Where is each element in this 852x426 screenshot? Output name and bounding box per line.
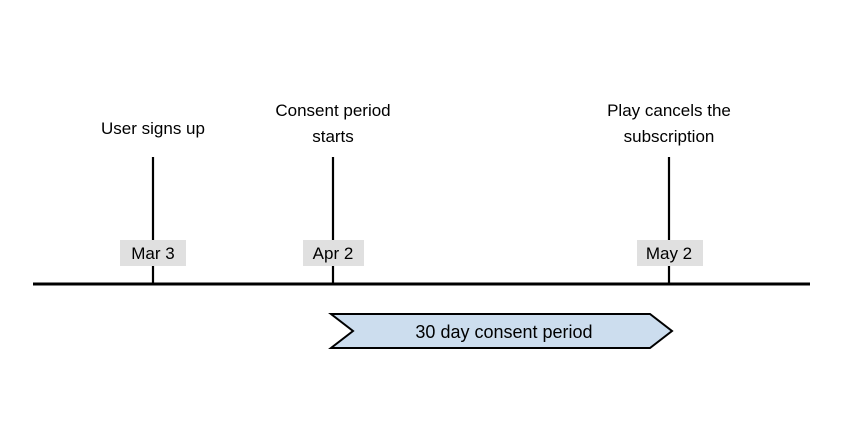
consent-period-banner: 30 day consent period [328, 313, 674, 349]
consent-period-banner-shape [328, 313, 674, 349]
date-label-play-cancels: May 2 [646, 244, 692, 263]
timeline-event-signup: User signs up Mar 3 [101, 119, 205, 284]
timeline-event-play-cancels: Play cancels the subscription May 2 [607, 101, 731, 284]
consent-period-banner-label: 30 day consent period [415, 322, 592, 342]
event-label-play-cancels-line2: subscription [624, 127, 715, 146]
date-badge-background-consent-start [303, 240, 364, 266]
timeline-event-consent-start: Consent period starts Apr 2 [275, 101, 391, 284]
date-badge-background-signup [120, 240, 186, 266]
date-badge-background-play-cancels [637, 240, 703, 266]
date-label-signup: Mar 3 [131, 244, 174, 263]
event-label-signup: User signs up [101, 119, 205, 138]
date-label-consent-start: Apr 2 [313, 244, 354, 263]
event-label-consent-start-line2: starts [312, 127, 354, 146]
event-label-play-cancels-line1: Play cancels the [607, 101, 731, 120]
event-label-consent-start-line1: Consent period [275, 101, 390, 120]
